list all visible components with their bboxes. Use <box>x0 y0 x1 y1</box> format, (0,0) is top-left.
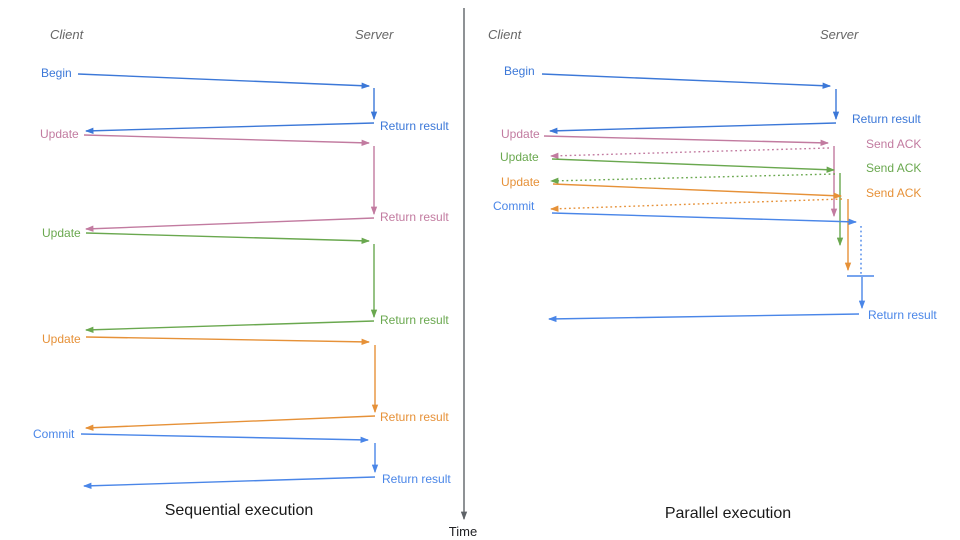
seq-server-header: Server <box>355 27 394 42</box>
return-result-label: Return result <box>868 308 937 322</box>
par-server-header: Server <box>820 27 859 42</box>
seq-update1-response-line <box>84 217 375 232</box>
time-axis-label: Time <box>448 524 478 539</box>
par-update3-request-line <box>552 183 843 199</box>
begin-label: Begin <box>41 66 72 80</box>
send-ack-label: Send ACK <box>866 137 922 151</box>
seq-begin-response-line <box>84 122 375 134</box>
par-caption: Parallel execution <box>664 505 792 522</box>
return-result-label: Return result <box>380 210 449 224</box>
return-result-label: Return result <box>380 313 449 327</box>
return-result-label: Return result <box>852 112 921 126</box>
par-update2-request-line <box>551 158 836 173</box>
send-ack-label: Send ACK <box>866 186 922 200</box>
update-label: Update <box>40 127 79 141</box>
seq-update1-request-line <box>83 134 371 146</box>
seq-client-header: Client <box>50 27 84 42</box>
par-update2-ack-line <box>549 173 836 185</box>
update-label: Update <box>500 150 539 164</box>
par-commit-response-line <box>547 313 860 323</box>
send-ack-label: Send ACK <box>866 161 922 175</box>
par-update3-ack-line <box>549 198 843 212</box>
par-update1-ack-line <box>549 147 830 159</box>
par-commit-request-line <box>551 212 858 225</box>
return-result-label: Return result <box>382 472 451 486</box>
commit-label: Commit <box>493 199 535 213</box>
seq-update2-request-line <box>85 232 371 244</box>
par-begin-response-line <box>548 122 837 134</box>
par-client-header: Client <box>488 27 522 42</box>
seq-begin-request-line <box>77 73 371 89</box>
return-result-label: Return result <box>380 410 449 424</box>
par-update1-request-line <box>543 135 830 147</box>
update-label: Update <box>501 127 540 141</box>
update-label: Update <box>42 226 81 240</box>
return-result-label: Return result <box>380 119 449 133</box>
par-begin-request-line <box>541 73 832 89</box>
seq-update3-request-line <box>85 336 371 346</box>
seq-update2-response-line <box>84 320 375 333</box>
seq-commit-request-line <box>80 433 370 444</box>
update-label: Update <box>501 175 540 189</box>
seq-update3-response-line <box>84 415 376 431</box>
commit-label: Commit <box>33 427 75 441</box>
update-label: Update <box>42 332 81 346</box>
seq-caption: Sequential execution <box>164 502 314 519</box>
begin-label: Begin <box>504 64 535 78</box>
seq-commit-response-line <box>82 476 376 489</box>
